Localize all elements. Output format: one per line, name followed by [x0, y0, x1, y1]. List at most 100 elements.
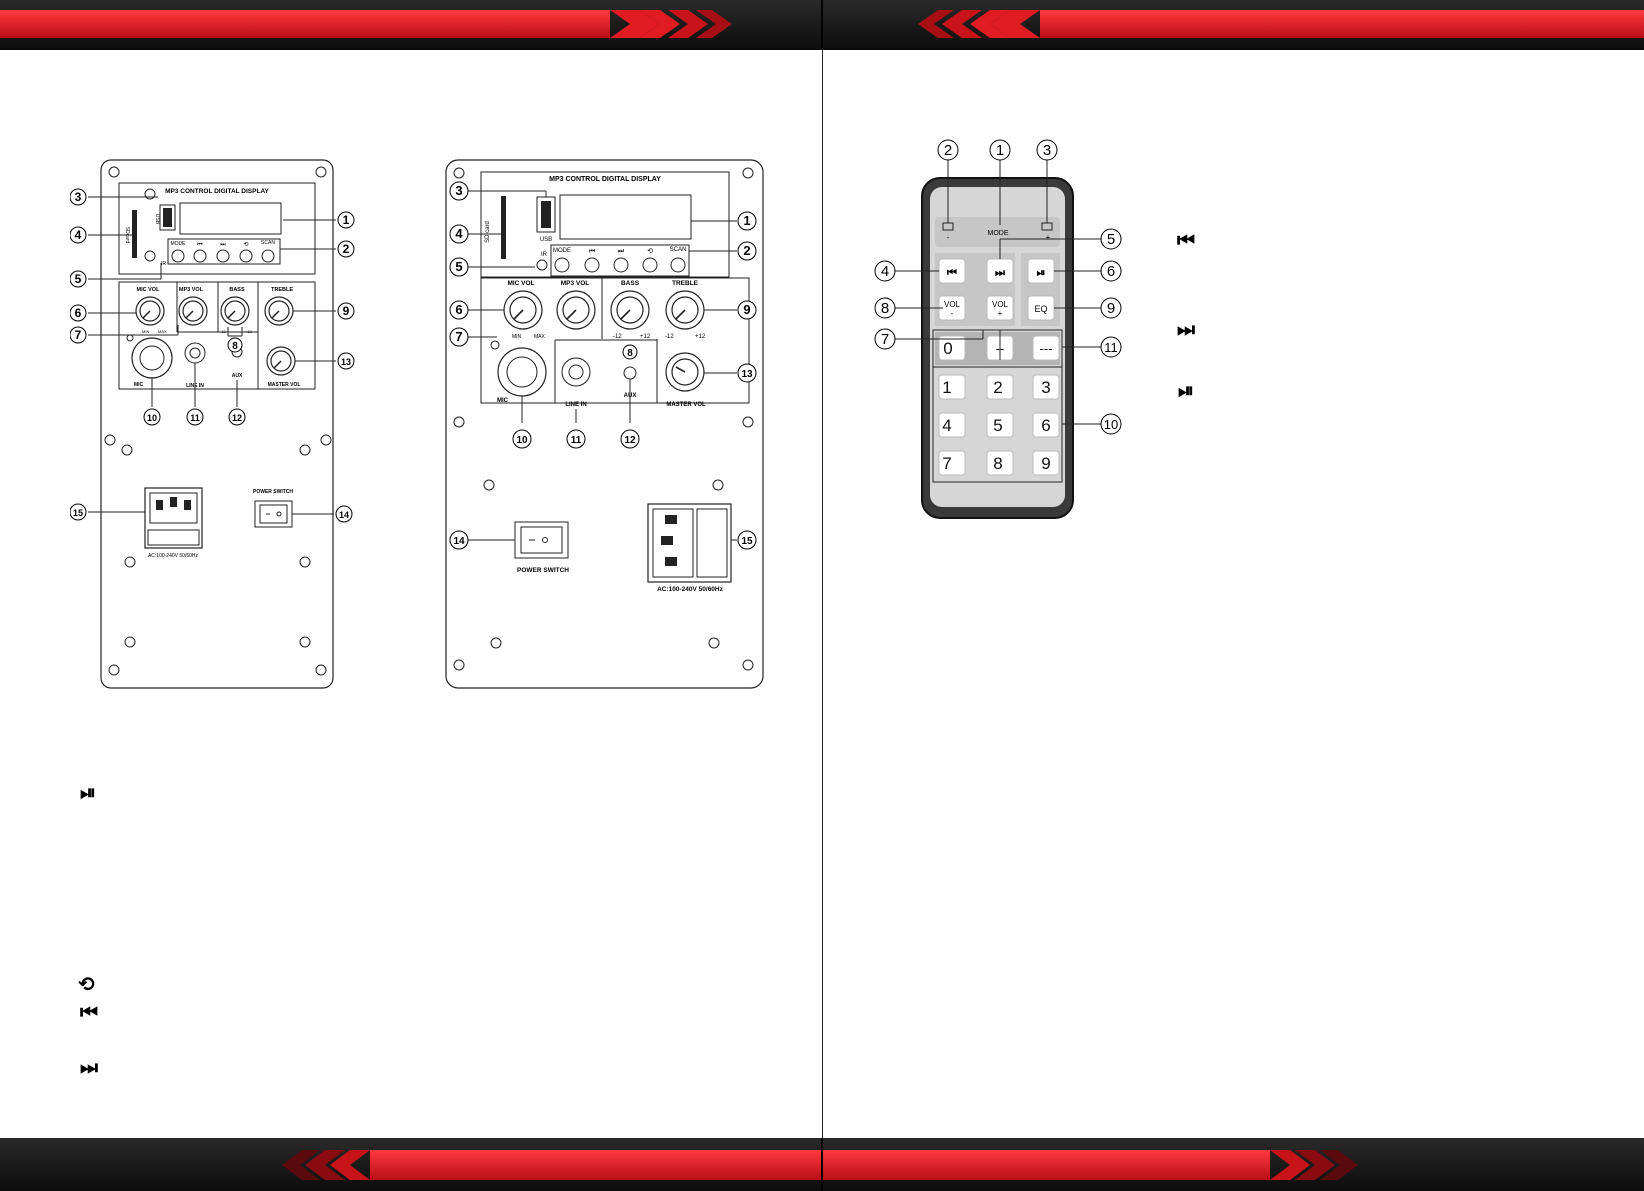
remote-vol-up-label: VOL	[992, 300, 1009, 309]
remote-plus-label: +	[1046, 233, 1051, 242]
top-decorative-band	[0, 0, 1644, 50]
callout-11: 11	[190, 413, 200, 423]
right-next-track-icon: ⏭	[1177, 317, 1195, 341]
ir-label: IR	[161, 261, 166, 267]
remote-digit-4[interactable]	[938, 412, 966, 438]
callout-10: 10	[147, 413, 157, 423]
remote-callout-10: 10	[1104, 417, 1118, 432]
prev-button[interactable]	[193, 249, 207, 263]
remote-digit-9[interactable]	[1032, 450, 1060, 476]
bass-label: BASS	[229, 287, 245, 293]
scan-button-b[interactable]	[670, 257, 686, 273]
ac-rating-label-b: AC:100-240V 50/60Hz	[657, 586, 724, 593]
callout-3-b: 3	[455, 183, 462, 198]
aux-label: AUX	[232, 373, 243, 379]
remote-digit-7[interactable]	[938, 450, 966, 476]
remote-digit-2[interactable]	[986, 374, 1014, 400]
prev-track-icon: ⏮	[80, 1000, 98, 1024]
remote-digit-3-label: 3	[1041, 378, 1050, 397]
right-prev-track-icon: ⏮	[1177, 228, 1195, 252]
repeat-button-b[interactable]	[642, 257, 658, 273]
callout-15-b: 15	[741, 536, 753, 547]
treble-label-b: TREBLE	[672, 280, 699, 287]
callout-14-b: 14	[453, 536, 465, 547]
bottom-decorative-band	[0, 1138, 1644, 1191]
usb-label-b: USB	[540, 237, 552, 243]
callout-8: 8	[232, 341, 238, 352]
next-track-icon: ⏭	[80, 1055, 98, 1079]
next-button-b[interactable]	[613, 257, 629, 273]
callout-5-b: 5	[455, 259, 462, 274]
bass-label-b: BASS	[621, 280, 640, 287]
callout-4-b: 4	[455, 226, 463, 241]
min-label: MIN	[142, 329, 149, 334]
scan-button[interactable]	[261, 249, 275, 263]
remote-digit-4-label: 4	[942, 416, 951, 435]
mic-vol-label-b: MIC VOL	[507, 280, 534, 287]
callout-6-b: 6	[455, 302, 462, 317]
remote-digit-1[interactable]	[938, 374, 966, 400]
remote-dash3-button[interactable]	[1032, 335, 1060, 361]
display-title: MP3 CONTROL DIGITAL DISPLAY	[165, 188, 269, 195]
remote-digit-0[interactable]	[938, 335, 966, 361]
repeat-button[interactable]	[239, 249, 253, 263]
mic-vol-label: MIC VOL	[137, 287, 161, 293]
repeat-label-b: ⟲	[647, 247, 653, 255]
scan-label-b: SCAN	[670, 247, 687, 253]
remote-digit-6[interactable]	[1032, 412, 1060, 438]
remote-callout-5: 5	[1107, 231, 1115, 248]
mode-button-b[interactable]	[554, 257, 570, 273]
sdcard-label-b: SD card	[485, 221, 491, 243]
callout-11-b: 11	[571, 435, 582, 446]
callout-2-b: 2	[743, 243, 750, 258]
callout-3: 3	[75, 190, 82, 204]
master-vol-label-b: MASTER VOL	[666, 402, 706, 408]
next-button[interactable]	[216, 249, 230, 263]
remote-dash3-label: ---	[1040, 341, 1053, 356]
callout-12-b: 12	[624, 435, 636, 446]
prev-button-b[interactable]	[584, 257, 600, 273]
max-label: MAX	[158, 329, 167, 334]
repeat-icon: ⟲	[78, 972, 95, 996]
callout-14: 14	[339, 510, 349, 520]
mode-button[interactable]	[171, 249, 185, 263]
control-panel-diagram-b: MP3 CONTROL DIGITAL DISPLAY USB SD card …	[445, 159, 764, 689]
remote-callout-11: 11	[1104, 340, 1118, 355]
callout-9: 9	[343, 304, 350, 318]
callout-12: 12	[232, 413, 242, 423]
remote-control-diagram: MODE - + ⏮ ⏭ ⏯ VOL - VOL + EQ 0 -- ---	[874, 139, 1122, 519]
prev-label-b: ⏮	[589, 247, 595, 255]
next-label: ⏭	[220, 241, 226, 248]
bass-max-b: +12	[640, 334, 651, 340]
callout-6: 6	[75, 306, 82, 320]
aux-jack-b[interactable]	[623, 366, 637, 380]
next-label-b: ⏭	[618, 247, 625, 255]
treble-min-b: -12	[665, 334, 674, 340]
callout-13: 13	[341, 357, 351, 367]
remote-digit-8[interactable]	[986, 450, 1014, 476]
line-in-label-b: LINE IN	[565, 402, 586, 408]
mic-label-b: MIC	[497, 398, 509, 404]
remote-callout-3: 3	[1043, 142, 1051, 159]
remote-digit-8-label: 8	[993, 454, 1002, 473]
bass-min-label: -12	[220, 329, 227, 334]
mode-label: MODE	[171, 241, 187, 247]
callout-1: 1	[343, 213, 350, 227]
callout-1-b: 1	[743, 213, 750, 228]
remote-mode-label: MODE	[988, 230, 1009, 237]
remote-digit-2-label: 2	[993, 378, 1002, 397]
master-vol-label: MASTER VOL	[268, 382, 301, 388]
power-switch-label-b: POWER SWITCH	[517, 567, 569, 574]
remote-digit-3[interactable]	[1032, 374, 1060, 400]
remote-vol-up-button[interactable]	[986, 295, 1014, 321]
remote-digit-1-label: 1	[942, 378, 951, 397]
callout-7-b: 7	[455, 329, 462, 344]
play-pause-icon: ⏯	[80, 780, 96, 804]
callout-2: 2	[343, 242, 350, 256]
remote-callout-8: 8	[881, 300, 889, 317]
page-divider	[822, 50, 823, 1138]
remote-digit-6-label: 6	[1041, 416, 1050, 435]
remote-digit-5[interactable]	[986, 412, 1014, 438]
bass-min-b: -12	[613, 334, 622, 340]
max-label-b: MAX	[534, 334, 546, 340]
